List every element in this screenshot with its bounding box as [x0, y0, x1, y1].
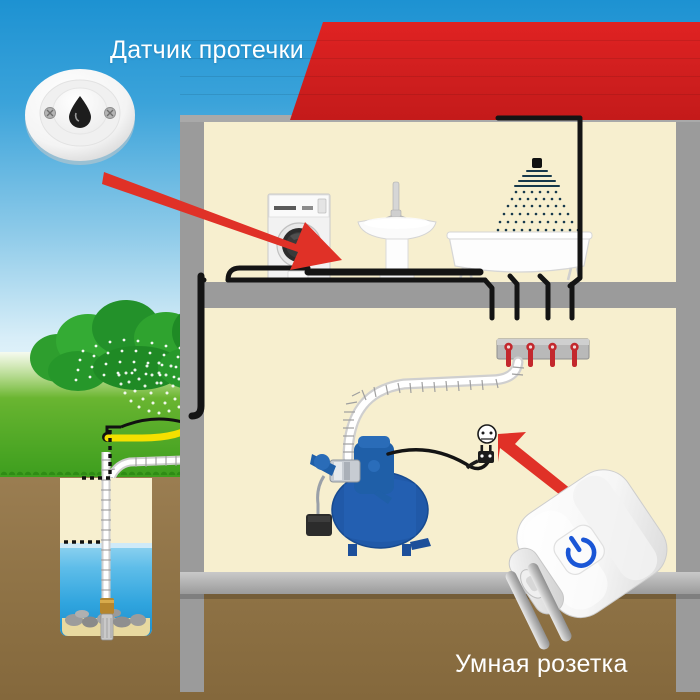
house-right-wall	[676, 118, 700, 692]
floor-slab	[180, 282, 700, 308]
water-drop-icon	[69, 96, 91, 128]
sensor-contact-right	[104, 107, 116, 119]
shower-head	[490, 158, 610, 268]
power-button	[553, 524, 605, 576]
pump-station	[292, 428, 452, 558]
power-button-icon	[565, 535, 597, 568]
red-roof	[290, 22, 700, 120]
manifold-valves	[504, 342, 579, 367]
washbasin-sink	[352, 181, 442, 283]
pump-power-cable	[386, 440, 498, 480]
pump-motor	[310, 436, 394, 504]
roof-ridge-line-1	[180, 40, 700, 41]
leak-sensor[interactable]	[23, 63, 138, 168]
wall-outlet	[465, 424, 507, 472]
sensor-contact-left	[44, 107, 56, 119]
pump-suction-pipe	[316, 475, 326, 520]
downpipe-1	[482, 277, 495, 321]
arrow-to-wall-outlet	[496, 428, 586, 498]
roof-ridge-line-3	[180, 76, 700, 77]
shower-spray-dots	[496, 170, 580, 232]
red-arrow-1	[102, 172, 342, 270]
label-smart-socket: Умная розетка	[455, 650, 628, 678]
socket-pins	[505, 563, 572, 650]
downpipe-2	[507, 273, 520, 321]
downpipe-3	[537, 273, 551, 321]
roof-ridge-line-2	[180, 58, 700, 59]
red-arrow-2	[498, 432, 582, 498]
plug-icon	[465, 445, 494, 470]
roof-ridge-line-4	[180, 94, 700, 95]
submersible-pump	[94, 598, 120, 644]
shower-supply-riser	[567, 117, 583, 289]
foundation-shadow	[180, 594, 700, 599]
exterior-black-pipe	[188, 272, 212, 420]
black-drain-pipes	[180, 115, 700, 321]
smart-socket[interactable]	[500, 455, 690, 660]
water-manifold	[496, 335, 590, 373]
label-leak-sensor: Датчик протечки	[110, 36, 305, 64]
indoor-flex-water-hose	[300, 356, 530, 464]
well-dotted-markers	[52, 430, 162, 560]
arrow-to-leak-sensor-location	[100, 160, 350, 270]
socket-body	[516, 469, 668, 619]
